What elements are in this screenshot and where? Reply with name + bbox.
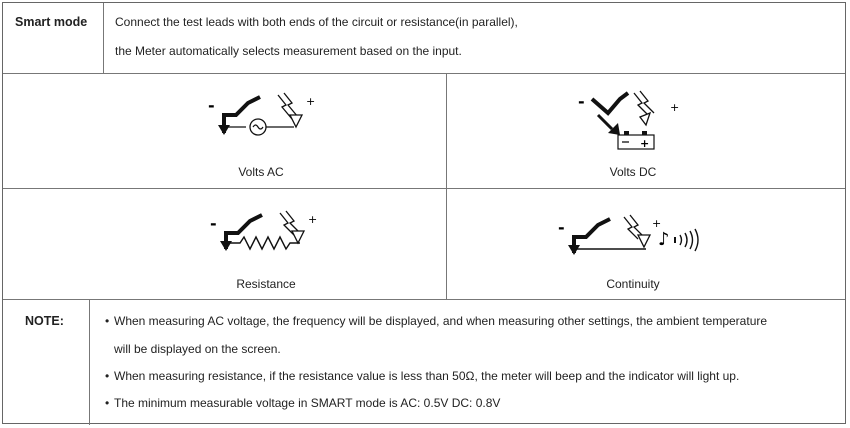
note-item-minimum-voltage: The minimum measurable voltage in SMART … xyxy=(114,396,501,410)
svg-text:+: + xyxy=(652,217,661,230)
svg-text:+: + xyxy=(308,213,317,226)
mode-caption-continuity: Continuity xyxy=(606,277,660,291)
svg-text:-: - xyxy=(210,214,217,233)
column-divider xyxy=(446,73,447,299)
row-divider xyxy=(3,188,845,189)
svg-text:-: - xyxy=(208,96,215,115)
svg-text:+: + xyxy=(670,101,679,114)
svg-text:+: + xyxy=(306,95,315,108)
note-item-ac-frequency: When measuring AC voltage, the frequency… xyxy=(114,314,768,328)
column-divider xyxy=(103,3,104,73)
note-bullet: • xyxy=(105,396,110,410)
note-label: NOTE: xyxy=(25,314,64,328)
smart-mode-description-line-2: the Meter automatically selects measurem… xyxy=(115,44,462,58)
volts-dc-battery-symbol-icon: - + + xyxy=(578,90,679,150)
note-bullet: • xyxy=(105,369,110,383)
note-item-resistance-beep: When measuring resistance, if the resist… xyxy=(114,369,740,383)
svg-text:+: + xyxy=(640,137,649,150)
mode-caption-volts-dc: Volts DC xyxy=(609,165,657,179)
volts-ac-symbol-icon: - + xyxy=(208,92,315,136)
column-divider xyxy=(89,299,90,425)
row-divider xyxy=(3,73,845,74)
smart-mode-label: Smart mode xyxy=(15,15,88,29)
svg-text:-: - xyxy=(578,92,585,111)
resistor-symbol-icon: - + xyxy=(210,210,317,251)
note-bullet: • xyxy=(105,314,110,328)
svg-text:-: - xyxy=(558,218,565,237)
smart-mode-description-line-1: Connect the test leads with both ends of… xyxy=(115,15,518,29)
continuity-beep-symbol-icon: - + ♪ xyxy=(558,214,699,255)
note-item-ac-frequency-cont: will be displayed on the screen. xyxy=(114,342,281,356)
mode-caption-volts-ac: Volts AC xyxy=(238,165,284,179)
svg-text:♪: ♪ xyxy=(658,229,670,250)
mode-caption-resistance: Resistance xyxy=(236,277,296,291)
row-divider xyxy=(3,299,845,300)
